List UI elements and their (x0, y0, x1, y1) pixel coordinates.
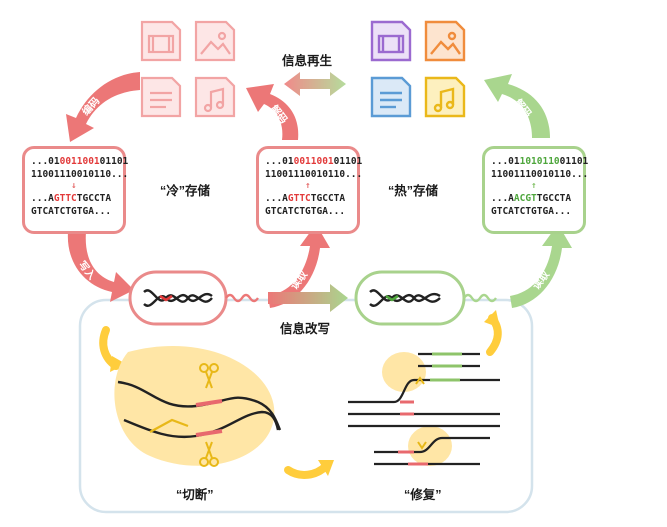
scissors-icon (199, 363, 219, 389)
repair-out-arrow (484, 310, 502, 356)
decode-mid-arrow (246, 84, 299, 140)
dna-line-2: GTCATCTGTGA... (265, 206, 346, 217)
hot-storage-label: “热”存储 (388, 184, 439, 198)
cut-in-arrow (99, 326, 126, 372)
image-icon (424, 20, 466, 62)
document-icon (370, 76, 412, 118)
binary-line-1: ...01101011001101 (491, 156, 589, 167)
up-arrow-icon: ↑ (531, 181, 537, 191)
decode-right-arrow (484, 74, 550, 138)
icons-left-cluster (140, 20, 236, 118)
read-right-arrow (510, 224, 572, 308)
read-mid-arrow (268, 224, 330, 308)
binary-dna-box-cold-encode: ...01001100101101 11001110010110... ↓ ..… (22, 146, 129, 234)
dna-line-1: ...AACGTTGCCTA (491, 193, 572, 204)
write-in-arrow (67, 232, 134, 302)
encode-arrow (66, 72, 140, 142)
dna-line-1: ...AGTTCTGCCTA (31, 193, 112, 204)
film-icon (140, 20, 182, 62)
music-icon (424, 76, 466, 118)
scissors-icon (199, 441, 219, 467)
document-icon (140, 76, 182, 118)
cold-storage-label: “冷”存储 (160, 184, 211, 198)
down-arrow-icon: ↓ (71, 181, 77, 191)
dna-capsule-hot (354, 270, 497, 326)
info-regen-label: 信息再生 (282, 54, 333, 68)
binary-dna-box-cold-decode: ...01001100101101 11001110010110... ↑ ..… (256, 146, 363, 234)
dna-line-1: ...AGTTCTGCCTA (265, 193, 346, 204)
dna-line-2: GTCATCTGTGA... (31, 206, 112, 217)
image-icon (194, 20, 236, 62)
cut-label: “切断” (176, 488, 214, 502)
info-regen-arrow (284, 72, 346, 96)
dna-capsule-cold (128, 270, 259, 326)
info-rewrite-arrow (268, 284, 348, 312)
up-arrow-icon: ↑ (305, 181, 311, 191)
repair-scene (348, 352, 500, 466)
binary-line-2: 11001110010110... (31, 169, 129, 180)
binary-line-1: ...01001100101101 (31, 156, 129, 167)
film-icon (370, 20, 412, 62)
binary-line-2: 11001110010110... (491, 169, 589, 180)
cut-scene (114, 345, 282, 467)
binary-dna-box-hot-decode: ...01101011001101 11001110010110... ↑ ..… (482, 146, 589, 234)
cut-to-repair-arrow (284, 460, 334, 479)
info-rewrite-label: 信息改写 (280, 322, 331, 336)
binary-line-1: ...01001100101101 (265, 156, 363, 167)
binary-line-2: 11001110010110... (265, 169, 363, 180)
repair-label: “修复” (404, 488, 442, 502)
dna-line-2: GTCATCTGTGA... (491, 206, 572, 217)
icons-right-cluster (370, 20, 466, 118)
music-icon (194, 76, 236, 118)
